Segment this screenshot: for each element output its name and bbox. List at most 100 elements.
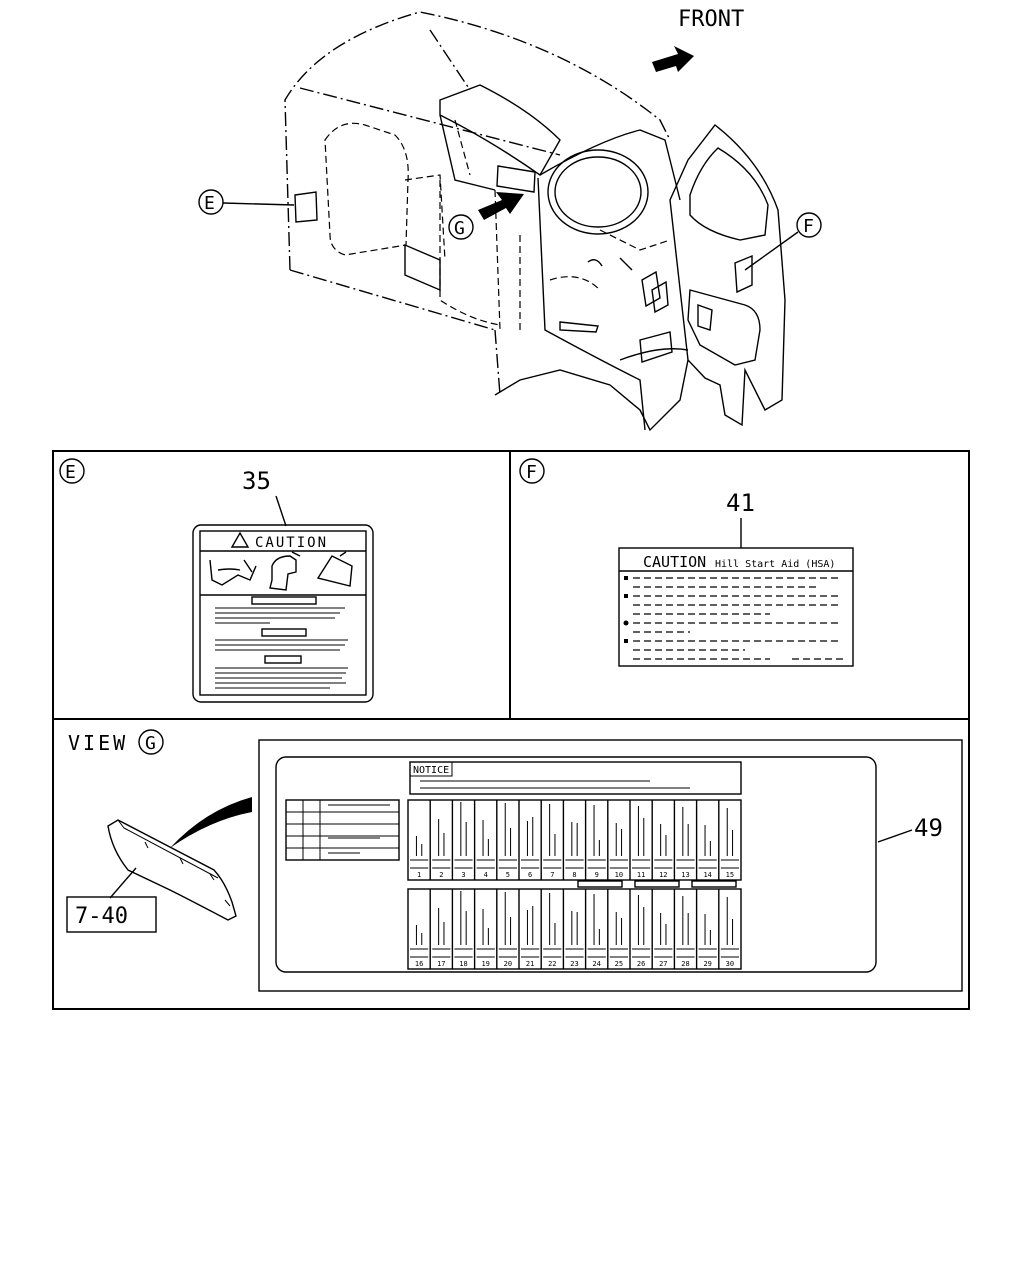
fuse-slot: 17: [429, 889, 451, 969]
panel-f-text-lines: [623, 576, 845, 660]
view-g-arrow-icon: [478, 192, 524, 220]
fuse-number: 25: [615, 960, 623, 968]
fuse-slot: 6: [518, 800, 540, 880]
fuse-slot: 20: [496, 889, 517, 969]
front-indicator: FRONT: [652, 7, 744, 72]
fuse-slot: 22: [540, 889, 562, 969]
panel-g-view-label: VIEW: [68, 731, 128, 755]
fuse-number: 20: [504, 960, 512, 968]
front-arrow-icon: [652, 46, 694, 72]
fuse-number: 2: [439, 871, 443, 879]
fuse-number: 26: [637, 960, 645, 968]
fuse-block-bottom: 16 17 18 19 20 21 22 23 24 25 26 27 28 29 30: [407, 888, 742, 970]
door-pictogram-icon: [316, 551, 353, 587]
callout-f-letter: F: [803, 216, 814, 237]
front-label: FRONT: [678, 7, 744, 32]
panel-e-label-title: CAUTION: [255, 535, 328, 551]
panel-g-marker: G: [145, 733, 156, 754]
callout-g-letter: G: [454, 218, 465, 239]
callout-f: F: [744, 212, 822, 271]
fuse-slot: 7: [540, 800, 562, 880]
fuse-slot: 13: [673, 800, 695, 880]
fuse-number: 13: [681, 871, 689, 879]
warning-triangle-icon: [230, 531, 250, 548]
fuse-number: 15: [726, 871, 734, 879]
fuse-number: 28: [681, 960, 689, 968]
panel-e-text-lines: [215, 596, 348, 689]
panel-f-label-title: CAUTION: [643, 553, 706, 571]
fuse-slot: 23: [562, 889, 584, 969]
fuse-slot: 2: [429, 800, 451, 880]
panel-f-marker: F: [526, 462, 537, 483]
fuse-slot: 30: [718, 889, 739, 969]
fuse-number: 12: [659, 871, 667, 879]
fuse-slot: 25: [607, 889, 628, 969]
fuse-slot: 24: [584, 889, 606, 969]
cover-to-label-leader: [170, 797, 252, 848]
fuse-number: 21: [526, 960, 534, 968]
callout-e: E: [198, 189, 295, 215]
fuse-slot: 18: [451, 889, 473, 969]
relay-marker: [577, 880, 623, 888]
callout-g: G: [448, 214, 474, 240]
fuse-number: 7: [550, 871, 554, 879]
fuse-number: 23: [570, 960, 578, 968]
fuse-slot: 3: [451, 800, 473, 880]
fuse-number: 24: [592, 960, 600, 968]
panel-g-reference-box: 7-40: [75, 904, 128, 929]
fuse-number: 19: [481, 960, 489, 968]
fuse-number: 1: [417, 871, 421, 879]
seat-pictogram-icon: [269, 551, 301, 591]
fuse-number: 17: [437, 960, 445, 968]
fuse-slot: 4: [473, 800, 495, 880]
callout-e-letter: E: [204, 193, 215, 214]
fuse-slot: 28: [673, 889, 695, 969]
fuse-slot: 16: [410, 925, 429, 968]
fuse-slot: 11: [629, 800, 651, 880]
fuse-slot: 19: [473, 889, 495, 969]
fuse-number: 4: [484, 871, 488, 879]
fuse-number: 3: [461, 871, 465, 879]
cab-illustration: [284, 11, 786, 432]
fuse-number: 5: [506, 871, 510, 879]
panel-g-notice-label: NOTICE: [413, 765, 449, 776]
panel-e: E 35 CAUTION: [59, 458, 374, 703]
fuse-number: 18: [459, 960, 467, 968]
fuse-number: 11: [637, 871, 645, 879]
fuse-number: 14: [703, 871, 711, 879]
panel-e-part-number: 35: [242, 467, 271, 495]
fuse-slot: 29: [695, 889, 717, 969]
panel-e-marker: E: [65, 462, 76, 483]
fuse-slot: 12: [651, 800, 673, 880]
fuse-number: 30: [726, 960, 734, 968]
fuse-slot: 9: [584, 800, 606, 880]
fuse-slot: 10: [607, 800, 628, 880]
fuse-slot: 27: [651, 889, 673, 969]
fuse-slot: 14: [695, 800, 717, 880]
fuse-number: 16: [415, 960, 423, 968]
panel-f-label-subtitle: Hill Start Aid (HSA): [715, 559, 835, 570]
fuse-number: 27: [659, 960, 667, 968]
fuse-slot: 1: [410, 836, 429, 879]
fuse-number: 22: [548, 960, 556, 968]
fuse-number: 8: [572, 871, 576, 879]
panel-f-part-number: 41: [726, 489, 755, 517]
fuse-number: 6: [528, 871, 532, 879]
fuse-box-cover: [107, 819, 237, 921]
fuse-number: 10: [615, 871, 623, 879]
fuse-slot: 15: [718, 800, 739, 880]
panel-g-part-number: 49: [914, 814, 943, 842]
relay-marker: [634, 880, 680, 888]
fuse-slot: 21: [518, 889, 540, 969]
fuse-number: 29: [703, 960, 711, 968]
fuse-slot: 26: [629, 889, 651, 969]
fuse-number: 9: [595, 871, 599, 879]
fuse-slot: 5: [496, 800, 517, 880]
operator-pictogram-icon: [209, 559, 257, 586]
panel-f: F 41 CAUTION Hill Start Aid (HSA): [519, 458, 854, 667]
relay-marker: [691, 880, 737, 888]
fuse-slot: 8: [562, 800, 584, 880]
